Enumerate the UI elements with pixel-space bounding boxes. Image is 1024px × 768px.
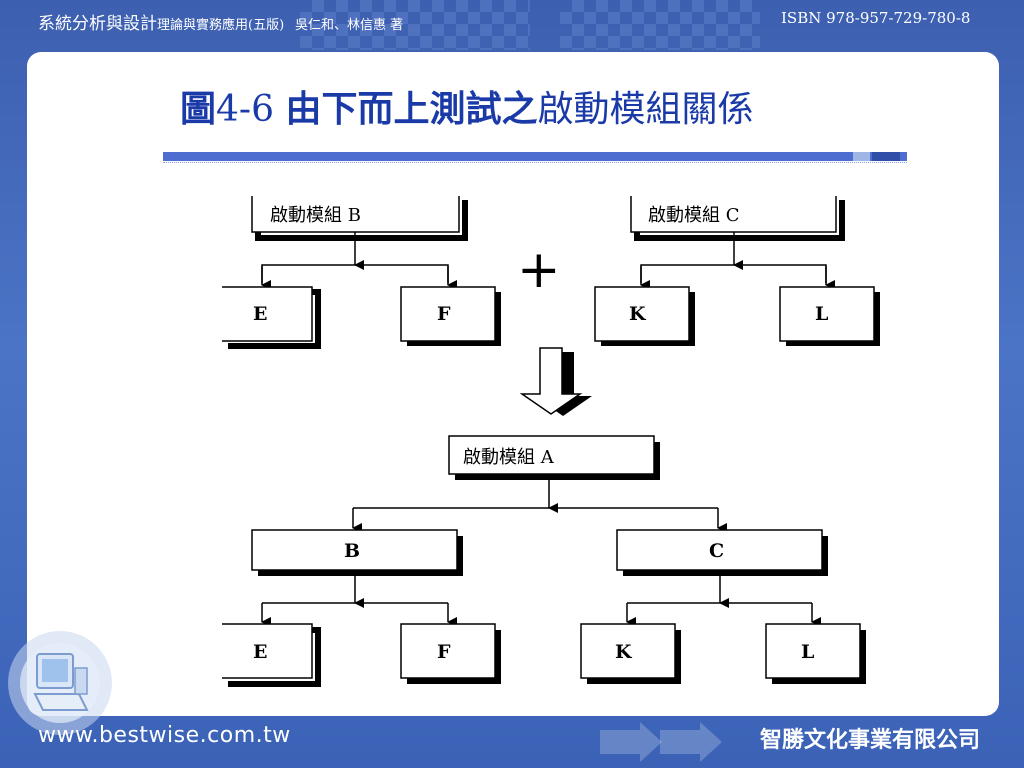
title-underline-accent bbox=[872, 152, 900, 161]
title-bold: 由下而上測試之 bbox=[285, 89, 538, 130]
module-box-k-top: K bbox=[594, 286, 695, 346]
book-subtitle: 理論與實務應用(五版) bbox=[157, 18, 285, 33]
title-number: 4-6 bbox=[216, 89, 274, 130]
header-pattern bbox=[300, 0, 530, 50]
module-box-driver-b: 啟動模組 B bbox=[251, 196, 468, 241]
down-arrow-icon bbox=[519, 347, 592, 416]
title-underline-accent bbox=[853, 152, 870, 161]
book-title-header: 系統分析與設計理論與實務應用(五版) 吳仁和、林信惠 著 bbox=[38, 9, 403, 34]
computer-icon bbox=[8, 631, 112, 735]
module-e-label: E bbox=[253, 641, 267, 663]
book-title: 系統分析與設計 bbox=[38, 14, 157, 34]
title-underline-dots bbox=[163, 162, 907, 164]
module-box-b: B bbox=[251, 529, 463, 576]
module-box-c: C bbox=[616, 529, 828, 576]
module-box-k-bottom: K bbox=[580, 623, 681, 684]
module-l-label: L bbox=[815, 303, 828, 325]
module-box-driver-a: 啟動模組 A bbox=[448, 435, 660, 480]
module-box-l-bottom: L bbox=[765, 623, 866, 684]
module-e-label: E bbox=[253, 303, 267, 325]
header-pattern bbox=[560, 0, 760, 50]
title-underline bbox=[163, 152, 907, 161]
driver-a-label: 啟動模組 A bbox=[463, 447, 555, 468]
module-box-e-top: E bbox=[222, 286, 321, 349]
title-rest: 啟動模組關係 bbox=[537, 89, 754, 130]
title-prefix: 圖 bbox=[180, 89, 217, 130]
module-c-label: C bbox=[709, 540, 724, 562]
authors: 吳仁和、林信惠 著 bbox=[294, 18, 404, 33]
driver-c-label: 啟動模組 C bbox=[648, 205, 740, 226]
website-url[interactable]: www.bestwise.com.tw bbox=[38, 723, 291, 748]
module-f-label: F bbox=[437, 303, 451, 325]
module-box-f-bottom: F bbox=[400, 623, 501, 684]
module-b-label: B bbox=[344, 540, 360, 562]
plus-sign: + bbox=[517, 240, 561, 300]
driver-b-label: 啟動模組 B bbox=[270, 205, 361, 226]
slide-title: 圖4-6 由下而上測試之啟動模組關係 bbox=[180, 80, 753, 132]
forward-arrows-icon bbox=[600, 722, 722, 762]
company-name: 智勝文化事業有限公司 bbox=[760, 728, 981, 753]
module-k-label: K bbox=[615, 641, 633, 663]
module-box-f-top: F bbox=[400, 286, 501, 346]
module-box-driver-c: 啟動模組 C bbox=[630, 196, 845, 241]
isbn: ISBN 978-957-729-780-8 bbox=[781, 9, 971, 27]
module-l-label: L bbox=[801, 641, 814, 663]
module-k-label: K bbox=[629, 303, 647, 325]
module-box-l-top: L bbox=[779, 286, 880, 346]
module-box-e-bottom: E bbox=[222, 623, 321, 687]
module-f-label: F bbox=[437, 641, 451, 663]
